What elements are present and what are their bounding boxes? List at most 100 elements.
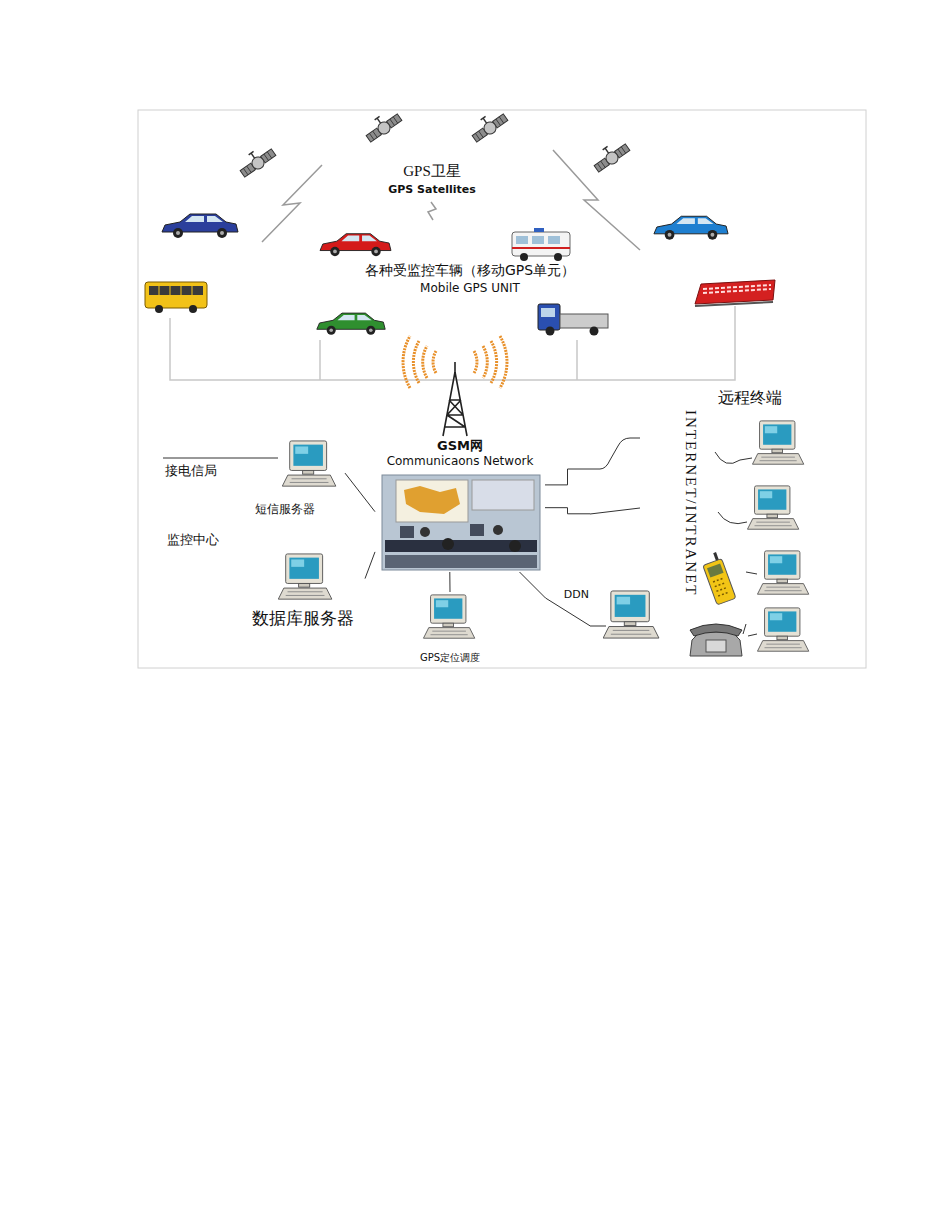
monitor-center-photo bbox=[442, 538, 454, 550]
satellite-icon bbox=[590, 137, 631, 174]
node-label: Communicaons Network bbox=[387, 454, 534, 468]
bus-line bbox=[170, 306, 735, 380]
computer-icon bbox=[757, 551, 808, 594]
mobile-phone bbox=[700, 551, 736, 605]
computer-icon bbox=[752, 421, 803, 464]
mobile-phone bbox=[713, 578, 729, 596]
monitor-center-photo bbox=[385, 555, 537, 568]
signal-waves bbox=[423, 346, 427, 378]
network-wires bbox=[748, 634, 757, 636]
vehicle-icons bbox=[520, 253, 528, 261]
signal-waves bbox=[474, 351, 477, 373]
vehicle-icons bbox=[703, 285, 771, 293]
computer-icon bbox=[282, 441, 336, 486]
desk-phone bbox=[690, 624, 746, 656]
vehicle-icons bbox=[534, 228, 544, 232]
vehicle-icons bbox=[145, 282, 207, 308]
computer-icon bbox=[757, 608, 808, 651]
link-line bbox=[520, 572, 591, 626]
computer-icon bbox=[278, 421, 808, 651]
vehicle-icons bbox=[516, 236, 528, 244]
telecom-line bbox=[163, 458, 278, 459]
node-label: GSM网 bbox=[437, 438, 483, 454]
vehicle-icons bbox=[695, 302, 773, 306]
vehicle-icons bbox=[695, 280, 775, 306]
radio-zigzag bbox=[428, 202, 436, 220]
satellite-icon bbox=[236, 142, 277, 179]
bus-line bbox=[170, 306, 735, 380]
monitor-center-photo bbox=[493, 525, 503, 535]
network-wires bbox=[590, 438, 757, 636]
signal-waves bbox=[413, 341, 419, 383]
vehicle-label: Mobile GPS UNIT bbox=[420, 281, 520, 295]
gsm-tower bbox=[443, 362, 467, 436]
monitor-center-photo bbox=[400, 526, 414, 538]
signal-waves bbox=[433, 351, 436, 373]
desk-phone bbox=[690, 632, 742, 656]
monitor-center-photo bbox=[385, 540, 537, 552]
vehicle-icons bbox=[548, 236, 560, 244]
vehicle-icons bbox=[145, 214, 775, 336]
computer-icon bbox=[423, 595, 474, 638]
link-line bbox=[545, 469, 590, 485]
node-label: INTERNET/INTRANET bbox=[682, 410, 700, 596]
vehicle-icons bbox=[554, 253, 562, 261]
satellite-icon bbox=[362, 107, 403, 144]
monitor-center-photo bbox=[472, 480, 534, 510]
network-wires bbox=[590, 438, 640, 469]
monitor-center-photo bbox=[382, 475, 540, 570]
link-line bbox=[365, 552, 375, 579]
monitor-center-photo bbox=[396, 480, 468, 522]
computer-icon bbox=[747, 486, 798, 529]
frame bbox=[138, 110, 866, 668]
signal-waves bbox=[403, 336, 410, 388]
link-line bbox=[545, 508, 590, 514]
vehicle-icons bbox=[532, 236, 544, 244]
radio-zigzag bbox=[262, 165, 322, 242]
vehicle-icons bbox=[538, 304, 608, 336]
node-label: 数据库服务器 bbox=[252, 608, 354, 628]
node-label: 远程终端 bbox=[718, 388, 782, 407]
remote-terminal-group: 远程终端 INTERNET/INTRANET bbox=[590, 385, 818, 665]
database-server: 数据库服务器 bbox=[240, 552, 365, 628]
node-label: 短信服务器 bbox=[255, 502, 315, 516]
gsm-tower bbox=[443, 362, 467, 436]
vehicle-label: 各种受监控车辆（移动GPS单元） bbox=[365, 262, 575, 279]
vehicle-icons bbox=[538, 304, 560, 330]
mobile-phone bbox=[707, 563, 724, 577]
monitor-center: GSM网Communicaons Network bbox=[375, 438, 545, 572]
vehicle-icons bbox=[654, 216, 728, 239]
vehicle-icons bbox=[162, 214, 238, 238]
vehicle-icons bbox=[546, 327, 555, 336]
sms-server: 短信服务器 bbox=[225, 438, 345, 516]
network-wires bbox=[746, 572, 757, 574]
node-label: GPS定位调度 bbox=[420, 652, 480, 664]
center-label: 监控中心 bbox=[167, 532, 219, 548]
mobile-phone bbox=[703, 559, 736, 605]
desk-phone bbox=[706, 640, 726, 652]
link-line bbox=[345, 473, 375, 512]
vehicle-icons bbox=[155, 305, 163, 313]
telecom-line bbox=[163, 458, 278, 459]
telecom-label: 接电信局 bbox=[165, 463, 217, 479]
vehicle-icons bbox=[189, 305, 197, 313]
link-line bbox=[449, 572, 450, 592]
monitor-center-photo bbox=[420, 527, 430, 537]
signal-waves bbox=[483, 346, 487, 378]
network-wires bbox=[715, 452, 752, 464]
computer-icon bbox=[278, 554, 332, 599]
desk-phone bbox=[690, 624, 742, 636]
vehicle-icons bbox=[145, 282, 207, 313]
vehicle-icons bbox=[590, 327, 599, 336]
signal-waves bbox=[491, 341, 497, 383]
satellite-icon bbox=[468, 107, 509, 144]
signal-waves bbox=[500, 336, 507, 388]
network-wires bbox=[718, 512, 747, 524]
monitor-center-photo bbox=[509, 540, 521, 552]
vehicle-icons bbox=[560, 314, 608, 328]
vehicle-icons bbox=[317, 313, 385, 335]
vehicle-icons bbox=[159, 286, 192, 295]
vehicle-icons bbox=[695, 280, 775, 304]
computer-icon bbox=[603, 591, 659, 638]
